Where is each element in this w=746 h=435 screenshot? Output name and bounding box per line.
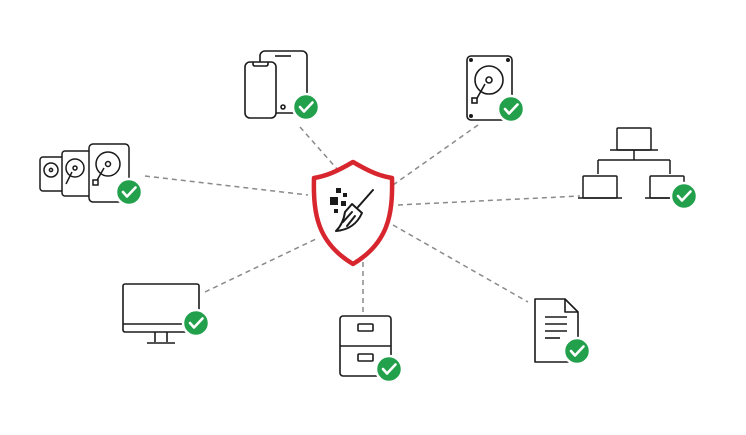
connector-hard-drive — [392, 124, 479, 186]
connector-disk-array — [144, 175, 309, 196]
connector-mobile — [299, 126, 339, 171]
check-icon — [181, 308, 211, 338]
network-topology-icon — [578, 127, 689, 199]
check-badges — [114, 92, 699, 384]
connector-monitor — [204, 237, 319, 293]
shield-broom-icon — [311, 159, 395, 267]
check-icon — [669, 181, 699, 211]
connector-network — [397, 195, 581, 206]
check-icon — [374, 354, 404, 384]
check-icon — [496, 94, 526, 124]
monitor-icon — [122, 283, 200, 344]
phone-tablet-icon — [244, 50, 308, 119]
check-icon — [562, 336, 592, 366]
broom-icon — [335, 189, 374, 232]
check-icon — [291, 92, 321, 122]
connectors — [144, 124, 581, 312]
check-icon — [114, 177, 144, 207]
connector-document — [392, 224, 529, 303]
multiple-drives-icon — [39, 143, 130, 203]
